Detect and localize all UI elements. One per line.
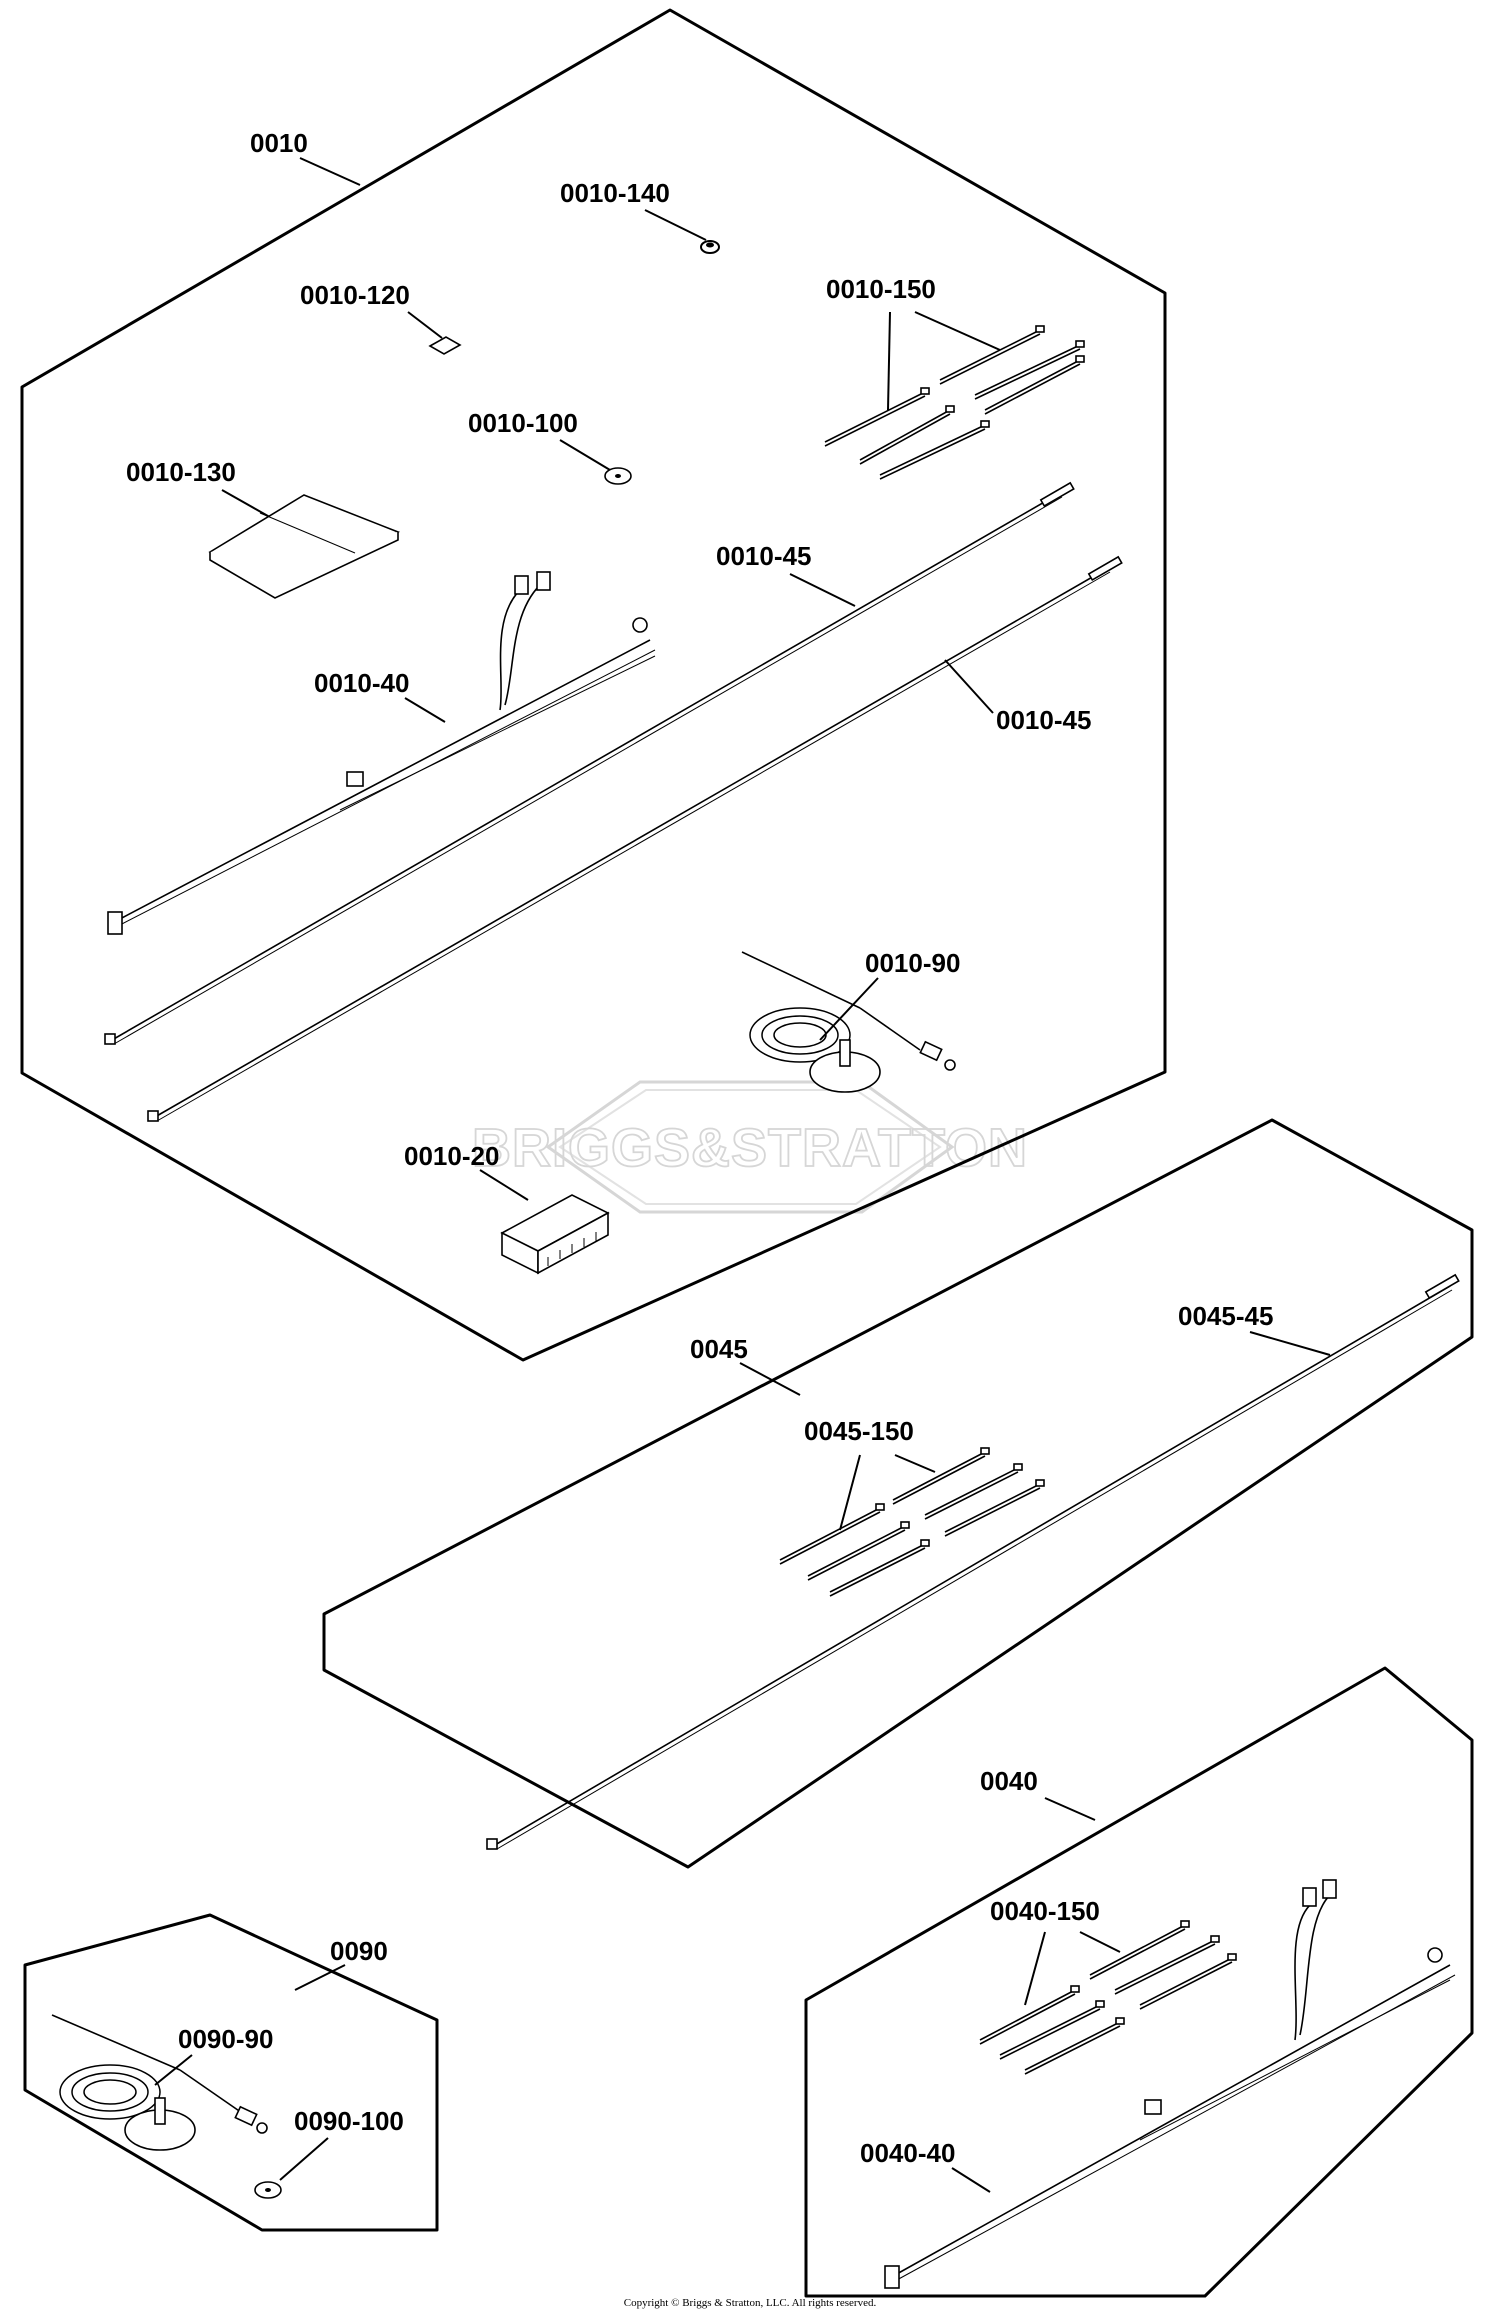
temperature-sensor-0090-icon bbox=[51, 2014, 268, 2151]
part-0010-130-label[interactable]: 0010-130 bbox=[126, 457, 236, 487]
part-0010-140-label[interactable]: 0010-140 bbox=[560, 178, 670, 208]
part-0010-20-label[interactable]: 0010-20 bbox=[404, 1141, 499, 1171]
wiring-harness-icon bbox=[107, 571, 656, 935]
group-0040-label[interactable]: 0040 bbox=[980, 1766, 1038, 1796]
control-module-icon bbox=[500, 1194, 610, 1275]
part-0090-100-label[interactable]: 0090-100 bbox=[294, 2106, 404, 2136]
wiring-harness-0040-icon bbox=[884, 1879, 1456, 2289]
part-0040-40-label[interactable]: 0040-40 bbox=[860, 2138, 955, 2168]
extension-wire-0045-icon bbox=[486, 1273, 1460, 1850]
part-0010-100-label[interactable]: 0010-100 bbox=[468, 408, 578, 438]
briggs-stratton-watermark-logo: BRIGGS&STRATTON bbox=[471, 1080, 1028, 1214]
part-0010-40-label[interactable]: 0010-40 bbox=[314, 668, 409, 698]
part-0040-150-label[interactable]: 0040-150 bbox=[990, 1896, 1100, 1926]
part-0045-150-label[interactable]: 0045-150 bbox=[804, 1416, 914, 1446]
cable-ties-icon bbox=[824, 325, 1085, 480]
group-0045-box bbox=[322, 1118, 1474, 1869]
copyright-footer: Copyright © Briggs & Stratton, LLC. All … bbox=[624, 2297, 877, 2309]
group-0090-box bbox=[23, 1913, 439, 2232]
part-0045-45-label[interactable]: 0045-45 bbox=[1178, 1301, 1273, 1331]
decal-part-icon bbox=[428, 336, 462, 355]
group-0040-box bbox=[804, 1666, 1474, 2298]
cable-ties-0045-icon bbox=[779, 1447, 1045, 1597]
group-0010-box bbox=[20, 8, 1167, 1362]
part-0090-90-label[interactable]: 0090-90 bbox=[178, 2024, 273, 2054]
extension-wire-b-icon bbox=[147, 555, 1123, 1122]
group-0045-label[interactable]: 0045 bbox=[690, 1334, 748, 1364]
washer-0090-icon bbox=[254, 2181, 282, 2199]
washer-part-icon bbox=[604, 467, 632, 485]
manual-book-icon bbox=[208, 494, 401, 599]
part-0010-120-label[interactable]: 0010-120 bbox=[300, 280, 410, 310]
extension-wire-a-icon bbox=[104, 481, 1075, 1045]
temperature-sensor-icon bbox=[741, 951, 956, 1093]
nut-part-icon bbox=[700, 240, 720, 254]
part-0010-90-label[interactable]: 0010-90 bbox=[865, 948, 960, 978]
group-0090-label[interactable]: 0090 bbox=[330, 1936, 388, 1966]
group-0010-label[interactable]: 0010 bbox=[250, 128, 308, 158]
cable-ties-0040-icon bbox=[979, 1920, 1237, 2075]
part-0010-150-label[interactable]: 0010-150 bbox=[826, 274, 936, 304]
part-0010-45-label-a[interactable]: 0010-45 bbox=[716, 541, 811, 571]
watermark-text: BRIGGS&STRATTON bbox=[472, 1118, 1028, 1178]
part-0010-45-label-b[interactable]: 0010-45 bbox=[996, 705, 1091, 735]
